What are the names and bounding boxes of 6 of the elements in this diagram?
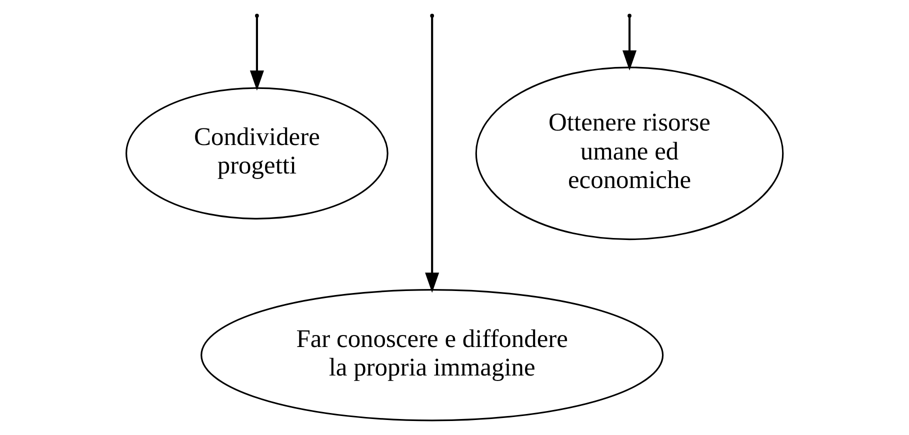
node-ellipse: Condividere progetti <box>126 87 388 220</box>
arrow <box>425 17 440 293</box>
arrow <box>250 16 264 91</box>
node-ellipse: Far conoscere e diffondere la propria immagine <box>200 289 664 422</box>
node-ellipse: Ottenere risorse umane ed economiche <box>475 66 784 240</box>
arrow <box>622 16 637 70</box>
